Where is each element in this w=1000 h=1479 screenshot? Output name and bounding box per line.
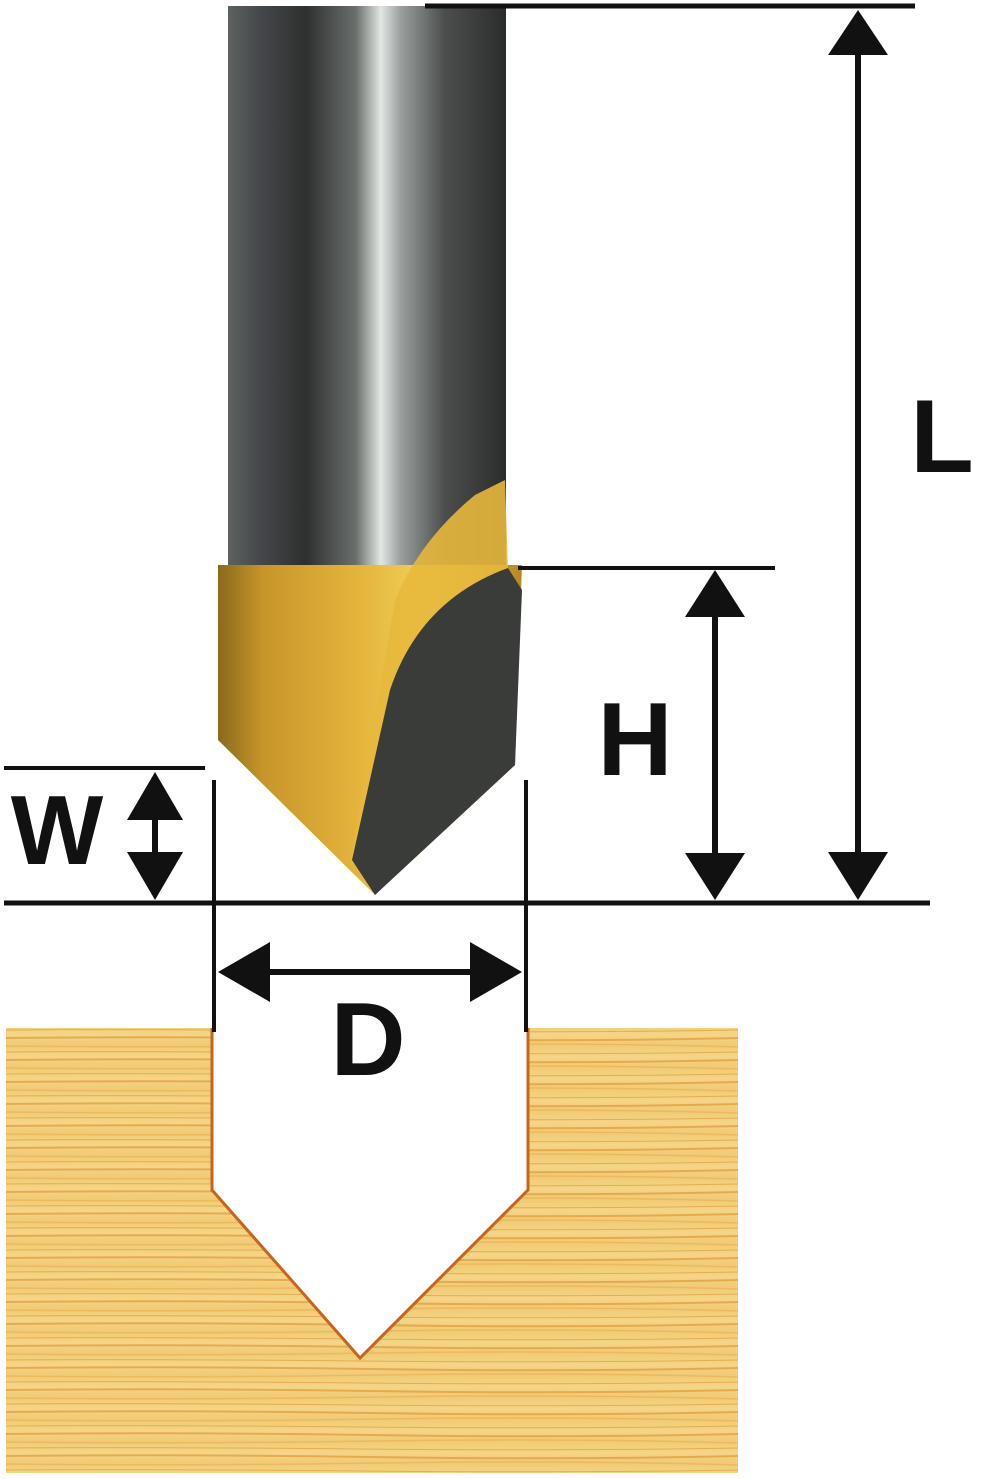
carbide-tip xyxy=(352,568,522,895)
label-d: D xyxy=(330,982,405,1098)
wood-block xyxy=(6,1028,738,1473)
d-arrow-left-icon xyxy=(218,942,270,1002)
w-dimension-arrow xyxy=(127,772,183,900)
dimension-lines xyxy=(4,3,930,1032)
h-arrow-up-icon xyxy=(685,570,745,617)
label-l: L xyxy=(910,379,974,495)
w-arrow-up-icon xyxy=(127,772,183,820)
w-arrow-down-icon xyxy=(127,852,183,900)
router-bit xyxy=(218,6,522,895)
label-h: H xyxy=(597,682,672,798)
h-dimension-arrow xyxy=(685,570,745,900)
workpiece xyxy=(6,1028,738,1473)
l-dimension-arrow xyxy=(828,10,888,900)
d-dimension-arrow xyxy=(218,942,522,1002)
l-arrow-up-icon xyxy=(828,10,888,55)
shank xyxy=(228,6,506,576)
l-arrow-down-icon xyxy=(828,852,888,900)
d-arrow-right-icon xyxy=(470,942,522,1002)
v-groove-edge xyxy=(210,1028,530,1361)
label-w: W xyxy=(11,775,104,885)
h-arrow-down-icon xyxy=(685,853,745,900)
